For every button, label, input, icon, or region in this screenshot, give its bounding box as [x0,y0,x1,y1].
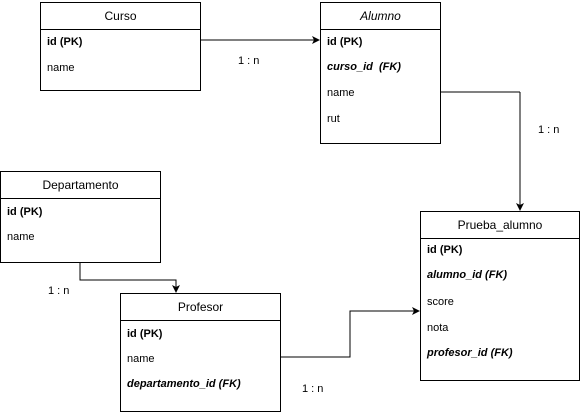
cardinality-label-departamento-profesor: 1 : n [48,285,70,297]
entity-curso-title: Curso [41,3,200,30]
entity-prueba-alumno-field-nota: nota [427,322,449,334]
entity-departamento-title: Departamento [1,172,160,199]
entity-departamento-field-name: name [7,231,35,243]
entity-prueba-alumno-field-alumno-id: alumno_id (FK) [427,269,508,281]
entity-alumno-field-id: id (PK) [327,36,363,48]
entity-profesor[interactable]: Profesor id (PK) name departamento_id (F… [120,293,281,412]
entity-alumno-title: Alumno [321,3,440,30]
entity-curso[interactable]: Curso id (PK) name [40,2,201,91]
entity-profesor-field-departamento-id: departamento_id (FK) [127,378,241,390]
entity-departamento-field-id: id (PK) [7,206,43,218]
entity-departamento[interactable]: Departamento id (PK) name [0,171,161,263]
entity-prueba-alumno-field-id: id (PK) [427,244,463,256]
entity-prueba-alumno-field-profesor-id: profesor_id (FK) [427,347,513,359]
entity-alumno-field-curso-id: curso_id (FK) [327,61,401,73]
entity-prueba-alumno[interactable]: Prueba_alumno id (PK) alumno_id (FK) sco… [420,211,580,381]
entity-prueba-alumno-field-score: score [427,296,454,308]
cardinality-label-curso-alumno: 1 : n [238,55,260,67]
entity-profesor-title: Profesor [121,294,280,321]
entity-profesor-field-name: name [127,353,155,365]
entity-curso-field-id: id (PK) [47,36,83,48]
entity-alumno[interactable]: Alumno id (PK) curso_id (FK) name rut [320,2,441,144]
cardinality-label-alumno-prueba: 1 : n [538,124,560,136]
entity-prueba-alumno-title: Prueba_alumno [421,212,579,239]
entity-alumno-field-name: name [327,87,355,99]
edge-profesor-prueba-alumno [281,307,420,358]
entity-profesor-field-id: id (PK) [127,328,163,340]
entity-alumno-field-rut: rut [327,113,340,125]
entity-curso-field-name: name [47,62,75,74]
cardinality-label-profesor-prueba: 1 : n [302,383,324,395]
edge-departamento-profesor [79,262,180,293]
